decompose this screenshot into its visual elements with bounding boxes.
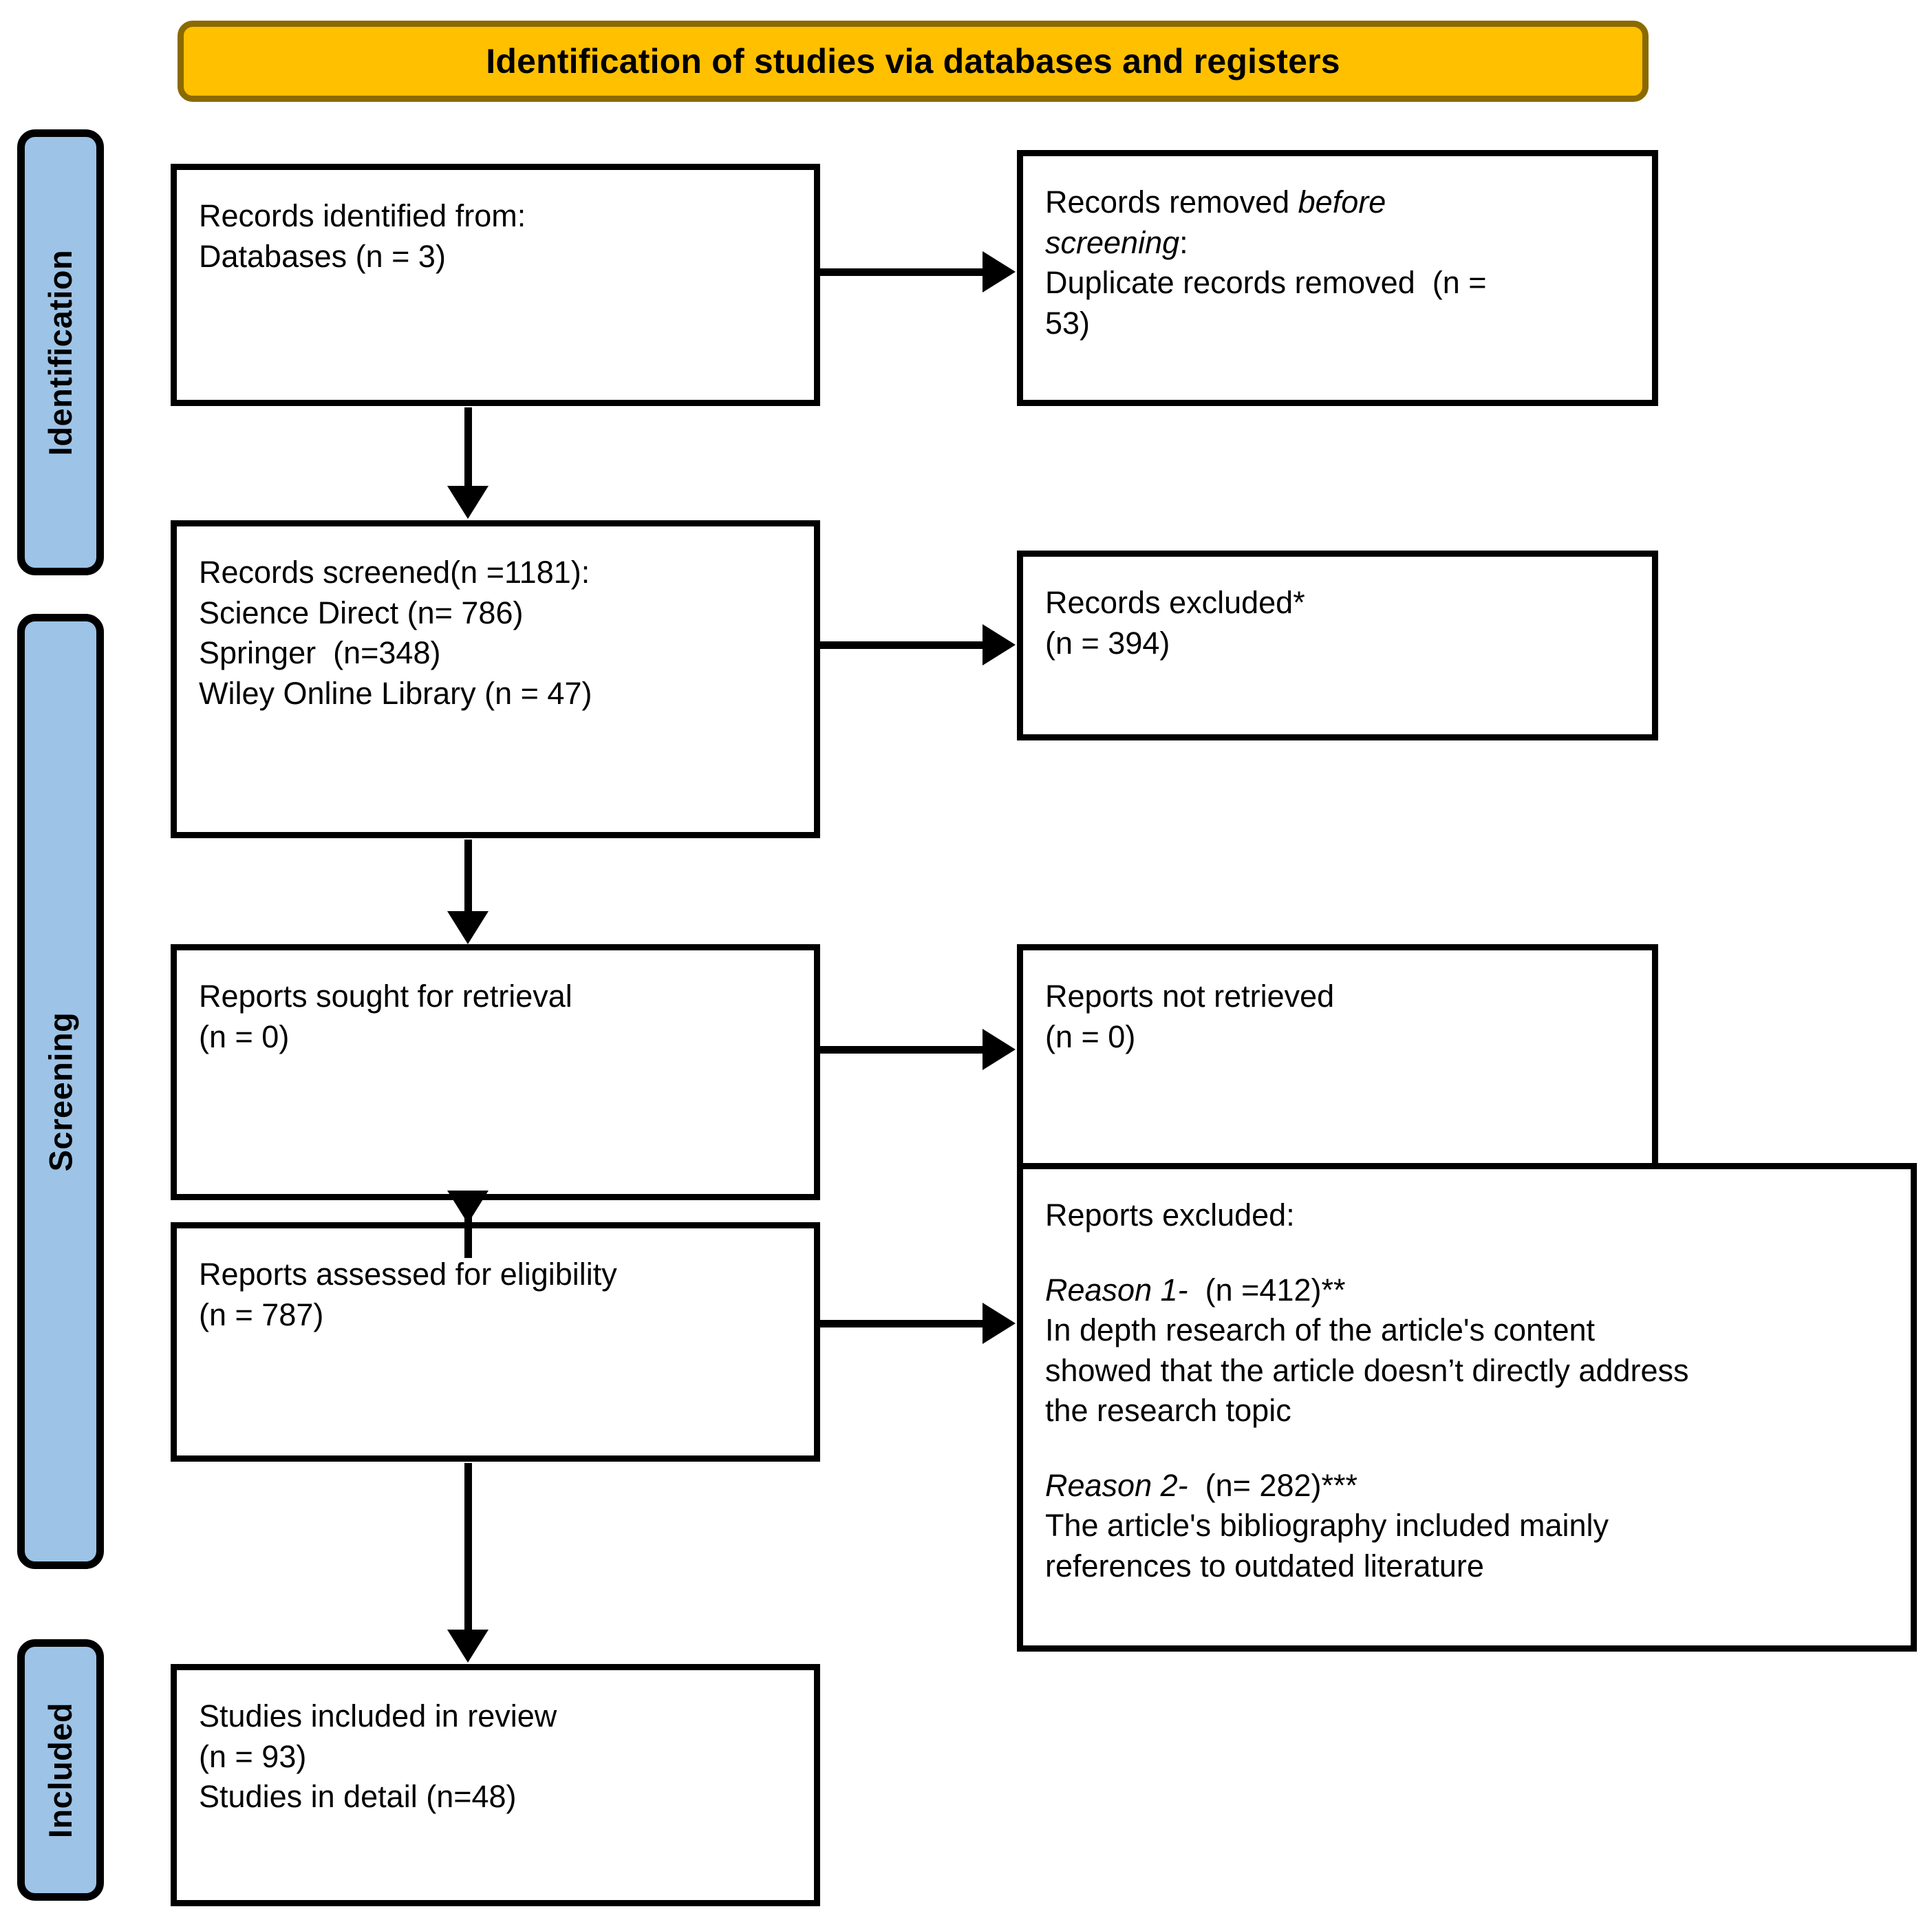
records-screened-line-1: Records screened(n =1181): (199, 555, 590, 590)
reports-assessed-line-2: (n = 787) (199, 1297, 324, 1332)
diagram-header-banner: Identification of studies via databases … (178, 21, 1649, 102)
reason-1-text-line-3: the research topic (1045, 1393, 1291, 1428)
studies-included-line-1: Studies included in review (199, 1698, 557, 1734)
records-identified-line-2: Databases (n = 3) (199, 238, 446, 274)
arrow-identified-to-removed-line (820, 268, 985, 276)
records-screened-line-2: Science Direct (n= 786) (199, 595, 524, 630)
box-records-identified: Records identified from: Databases (n = … (171, 164, 820, 406)
box-studies-included: Studies included in review (n = 93) Stud… (171, 1664, 820, 1906)
records-screened-line-3: Springer (n=348) (199, 635, 441, 670)
arrow-screened-to-sought-line (464, 840, 472, 914)
studies-included-line-3: Studies in detail (n=48) (199, 1779, 517, 1814)
box-reports-assessed-for-eligibility: Reports assessed for eligibility (n = 78… (171, 1222, 820, 1462)
reports-excluded-heading: Reports excluded: (1045, 1197, 1295, 1233)
arrow-sought-to-notretrieved-head-icon (983, 1029, 1016, 1070)
arrow-sought-to-assessed-head-icon (447, 1191, 489, 1224)
reports-excluded-reason-1-header: Reason 1- (n =412)** (1045, 1270, 1890, 1311)
records-removed-line-4: 53) (1045, 305, 1091, 341)
stage-label-identification-text: Identification (42, 249, 79, 456)
arrow-sought-to-assessed-line (464, 1202, 472, 1258)
reports-excluded-reason-2-header: Reason 2- (n= 282)*** (1045, 1466, 1890, 1506)
arrow-identified-to-removed-head-icon (983, 251, 1016, 292)
reason-1-text-line-2: showed that the article doesn’t directly… (1045, 1352, 1689, 1388)
reason-2-text-line-1: The article's bibliography included main… (1045, 1508, 1609, 1543)
box-records-excluded: Records excluded* (n = 394) (1017, 551, 1658, 740)
records-excluded-line-1: Records excluded* (1045, 585, 1305, 620)
stage-label-included: Included (17, 1639, 104, 1901)
arrow-identified-to-screened-line (464, 407, 472, 489)
box-reports-excluded: Reports excluded: Reason 1- (n =412)** I… (1017, 1163, 1917, 1652)
arrow-assessed-to-included-head-icon (447, 1630, 489, 1663)
reports-not-retrieved-line-1: Reports not retrieved (1045, 979, 1335, 1014)
box-reports-sought-for-retrieval: Reports sought for retrieval (n = 0) (171, 944, 820, 1200)
stage-label-screening: Screening (17, 614, 104, 1569)
records-removed-line-2: screening: (1045, 223, 1631, 264)
arrow-screened-to-sought-head-icon (447, 911, 489, 944)
stage-label-screening-text: Screening (42, 1012, 79, 1171)
stage-label-included-text: Included (42, 1702, 79, 1838)
records-removed-line-1: Records removed before (1045, 182, 1631, 223)
arrow-sought-to-notretrieved-line (820, 1046, 985, 1054)
reason-2-count: (n= 282)*** (1188, 1467, 1358, 1503)
studies-included-line-2: (n = 93) (199, 1738, 307, 1774)
records-excluded-line-2: (n = 394) (1045, 625, 1170, 661)
records-removed-line-3: Duplicate records removed (n = (1045, 265, 1487, 300)
reason-2-text-line-2: references to outdated literature (1045, 1548, 1484, 1583)
reports-sought-line-2: (n = 0) (199, 1018, 290, 1054)
records-removed-italic-before: before (1298, 184, 1386, 220)
records-removed-italic-screening: screening (1045, 224, 1180, 260)
reason-1-text-line-1: In depth research of the article's conte… (1045, 1312, 1596, 1347)
records-removed-prefix: Records removed (1045, 184, 1298, 220)
arrow-screened-to-excluded-line (820, 641, 985, 649)
arrow-screened-to-excluded-head-icon (983, 624, 1016, 665)
records-removed-colon: : (1179, 224, 1188, 260)
box-records-screened: Records screened(n =1181): Science Direc… (171, 520, 820, 838)
arrow-assessed-to-reportsexcluded-line (820, 1320, 985, 1327)
stage-label-identification: Identification (17, 129, 104, 575)
reports-assessed-line-1: Reports assessed for eligibility (199, 1257, 617, 1292)
arrow-identified-to-screened-head-icon (447, 486, 489, 519)
reports-sought-line-1: Reports sought for retrieval (199, 979, 572, 1014)
records-identified-line-1: Records identified from: (199, 198, 526, 233)
arrow-assessed-to-included-line (464, 1463, 472, 1632)
reports-excluded-spacer-1 (1045, 1236, 1890, 1270)
diagram-title: Identification of studies via databases … (486, 41, 1340, 81)
arrow-assessed-to-reportsexcluded-head-icon (983, 1303, 1016, 1344)
records-screened-line-4: Wiley Online Library (n = 47) (199, 675, 592, 711)
box-records-removed-before-screening: Records removed before screening: Duplic… (1017, 150, 1658, 406)
reason-1-label: Reason 1- (1045, 1272, 1188, 1308)
reason-2-label: Reason 2- (1045, 1467, 1188, 1503)
reason-1-count: (n =412)** (1188, 1272, 1346, 1308)
reports-not-retrieved-line-2: (n = 0) (1045, 1018, 1136, 1054)
reports-excluded-spacer-2 (1045, 1431, 1890, 1466)
